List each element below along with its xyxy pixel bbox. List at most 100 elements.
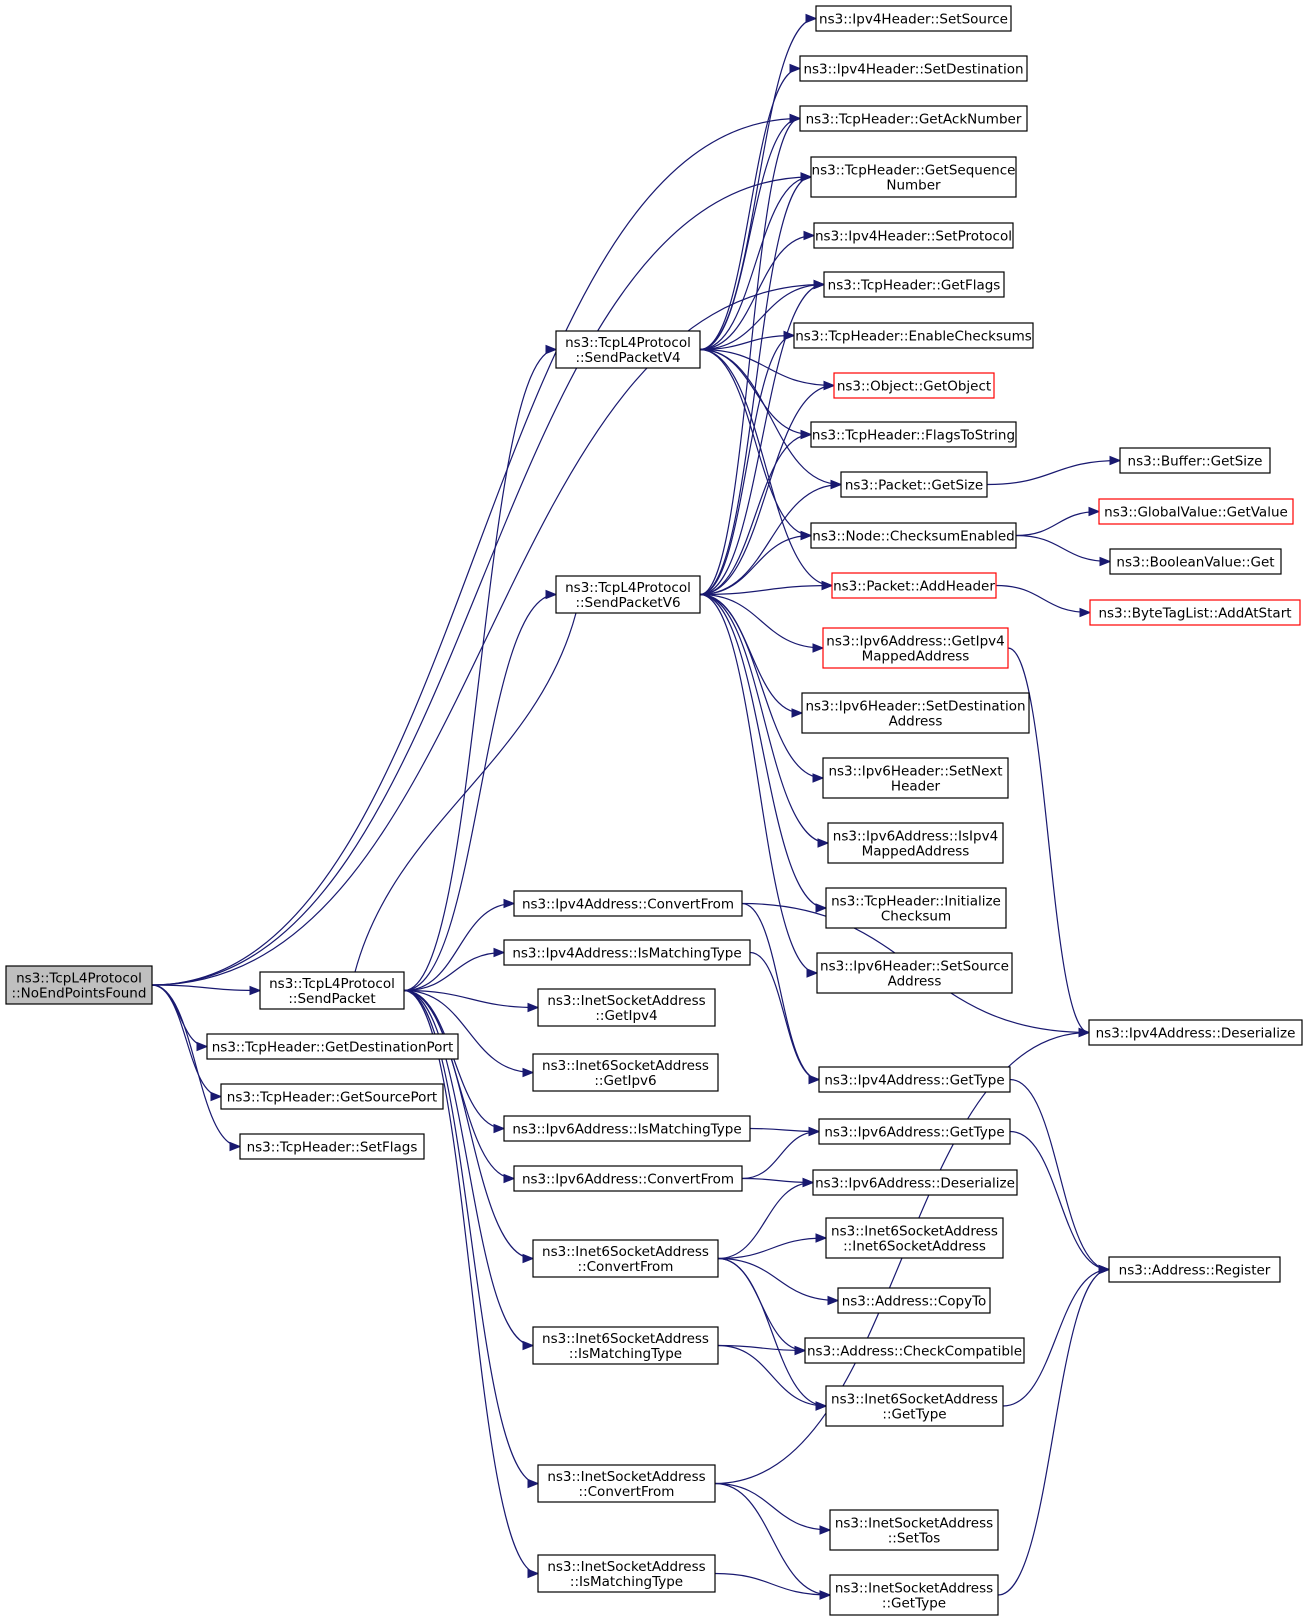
function-node-v4h-set-dest[interactable]: ns3::Ipv4Header::SetDestination [799,55,1028,82]
function-node-pkt-get-size[interactable]: ns3::Packet::GetSize [840,471,988,498]
node-box[interactable] [220,1083,444,1110]
node-box[interactable] [816,952,1013,994]
node-box[interactable] [513,890,743,917]
node-box[interactable] [555,575,701,614]
function-node-gv-get-value[interactable]: ns3::GlobalValue::GetValue [1098,498,1294,525]
function-node-pkt-add-header[interactable]: ns3::Packet::AddHeader [831,572,997,599]
function-node-addr-check-compat[interactable]: ns3::Address::CheckCompatible [804,1337,1025,1364]
function-node-tcp-get-ack[interactable]: ns3::TcpHeader::GetAckNumber [799,105,1028,132]
node-box[interactable] [818,1066,1011,1093]
node-box[interactable] [810,421,1017,448]
function-node-send-v4[interactable]: ns3::TcpL4Protocol::SendPacketV4 [555,330,701,369]
node-box[interactable] [555,330,701,369]
function-node-tcp-get-flags[interactable]: ns3::TcpHeader::GetFlags [823,271,1005,298]
function-node-send-v6[interactable]: ns3::TcpL4Protocol::SendPacketV6 [555,575,701,614]
node-box[interactable] [822,627,1009,669]
function-node-v4-convert-from[interactable]: ns3::Ipv4Address::ConvertFrom [513,890,743,917]
function-node-v4-is-matching[interactable]: ns3::Ipv4Address::IsMatchingType [503,939,751,966]
node-box[interactable] [532,1053,719,1092]
node-box[interactable] [1098,498,1294,525]
node-box[interactable] [239,1133,425,1160]
node-box[interactable] [1119,447,1271,474]
node-box[interactable] [833,372,995,399]
function-node-v6-deserialize[interactable]: ns3::Ipv6Address::Deserialize [812,1169,1018,1196]
node-box[interactable] [840,471,988,498]
function-node-v6-convert-from[interactable]: ns3::Ipv6Address::ConvertFrom [513,1165,743,1192]
node-box[interactable] [513,1165,743,1192]
function-node-inet-get-ipv4[interactable]: ns3::InetSocketAddress::GetIpv4 [537,988,716,1027]
function-node-inet6-get-ipv6[interactable]: ns3::Inet6SocketAddress::GetIpv6 [532,1053,719,1092]
node-box[interactable] [812,1169,1018,1196]
node-box[interactable] [813,222,1014,249]
function-node-inet-is-matching[interactable]: ns3::InetSocketAddress::IsMatchingType [537,1554,716,1593]
node-box[interactable] [537,988,716,1027]
function-node-inet-set-tos[interactable]: ns3::InetSocketAddress::SetTos [829,1509,999,1551]
node-box[interactable] [810,522,1017,549]
function-node-addr-register[interactable]: ns3::Address::Register [1108,1256,1281,1283]
function-node-v6-is-matching[interactable]: ns3::Ipv6Address::IsMatchingType [503,1115,751,1142]
function-node-node-ck-enabled[interactable]: ns3::Node::ChecksumEnabled [810,522,1017,549]
function-node-inet6-get-type[interactable]: ns3::Inet6SocketAddress::GetType [825,1385,1004,1427]
function-node-root[interactable]: ns3::TcpL4Protocol::NoEndPointsFound [5,965,153,1005]
node-box[interactable] [503,1115,751,1142]
function-node-inet6-ctor[interactable]: ns3::Inet6SocketAddress::Inet6SocketAddr… [825,1217,1004,1259]
function-node-send-packet[interactable]: ns3::TcpL4Protocol::SendPacket [259,971,405,1010]
function-node-v4-get-type[interactable]: ns3::Ipv4Address::GetType [818,1066,1011,1093]
function-node-buf-get-size[interactable]: ns3::Buffer::GetSize [1119,447,1271,474]
node-box[interactable] [804,1337,1025,1364]
function-node-get-dest-port[interactable]: ns3::TcpHeader::GetDestinationPort [206,1033,459,1060]
node-box[interactable] [823,271,1005,298]
function-node-v4h-set-proto[interactable]: ns3::Ipv4Header::SetProtocol [813,222,1014,249]
node-box[interactable] [799,105,1028,132]
node-box[interactable] [206,1033,459,1060]
node-box[interactable] [793,322,1034,349]
node-box[interactable] [799,55,1028,82]
node-box[interactable] [815,5,1012,32]
node-box[interactable] [532,1239,719,1278]
node-box[interactable] [825,887,1007,929]
node-box[interactable] [825,1217,1004,1259]
node-box[interactable] [801,692,1030,734]
function-node-inet6-is-matching[interactable]: ns3::Inet6SocketAddress::IsMatchingType [532,1326,719,1365]
node-box[interactable] [810,156,1017,198]
function-node-inet-get-type[interactable]: ns3::InetSocketAddress::GetType [829,1574,999,1616]
function-node-tcp-flags-to-str[interactable]: ns3::TcpHeader::FlagsToString [810,421,1017,448]
function-node-set-flags[interactable]: ns3::TcpHeader::SetFlags [239,1133,425,1160]
function-node-get-src-port[interactable]: ns3::TcpHeader::GetSourcePort [220,1083,444,1110]
function-node-v4h-set-source[interactable]: ns3::Ipv4Header::SetSource [815,5,1012,32]
node-box[interactable] [537,1464,716,1503]
function-node-v4-deserialize[interactable]: ns3::Ipv4Address::Deserialize [1088,1019,1303,1046]
node-box[interactable] [1089,599,1301,626]
node-box[interactable] [1088,1019,1303,1046]
node-box[interactable] [1109,548,1282,575]
node-box[interactable] [5,965,153,1005]
node-box[interactable] [822,757,1009,799]
function-node-tcp-enable-ck[interactable]: ns3::TcpHeader::EnableChecksums [793,322,1034,349]
node-box[interactable] [259,971,405,1010]
function-node-btl-add-at-start[interactable]: ns3::ByteTagList::AddAtStart [1089,599,1301,626]
node-box[interactable] [1108,1256,1281,1283]
node-box[interactable] [818,1118,1011,1145]
function-node-bv-get[interactable]: ns3::BooleanValue::Get [1109,548,1282,575]
function-node-addr-copy-to[interactable]: ns3::Address::CopyTo [837,1287,991,1314]
node-box[interactable] [537,1554,716,1593]
node-box[interactable] [827,822,1004,864]
function-node-inet6-convert-from[interactable]: ns3::Inet6SocketAddress::ConvertFrom [532,1239,719,1278]
node-box[interactable] [831,572,997,599]
function-node-inet-convert-from[interactable]: ns3::InetSocketAddress::ConvertFrom [537,1464,716,1503]
function-node-v6-get-type[interactable]: ns3::Ipv6Address::GetType [818,1118,1011,1145]
node-box[interactable] [503,939,751,966]
node-box[interactable] [837,1287,991,1314]
node-box[interactable] [532,1326,719,1365]
node-box[interactable] [829,1574,999,1616]
node-box[interactable] [829,1509,999,1551]
function-node-obj-get-object[interactable]: ns3::Object::GetObject [833,372,995,399]
node-box[interactable] [825,1385,1004,1427]
